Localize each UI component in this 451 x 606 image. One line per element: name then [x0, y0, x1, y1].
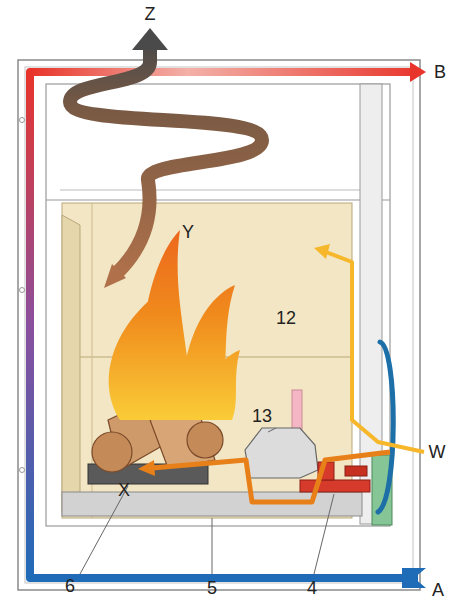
leader-line: [268, 428, 276, 432]
secondary-air-flow: [326, 252, 424, 452]
leader-line: [212, 518, 213, 574]
arrowhead: [314, 244, 330, 259]
callout-number: 4: [307, 579, 317, 597]
leader-line: [314, 494, 334, 574]
callout-number: 5: [207, 579, 217, 597]
flue-gas-flow: [70, 48, 262, 272]
side-panel: [62, 215, 80, 512]
arrowhead: [138, 460, 155, 476]
screw: [20, 468, 25, 473]
log-end: [92, 432, 132, 472]
housing-outline: [18, 60, 420, 590]
screw: [20, 288, 25, 293]
callout-number: 6: [65, 577, 75, 595]
flow-letter: W: [429, 443, 446, 461]
arrowhead: [132, 28, 168, 50]
flow-letter: B: [434, 63, 446, 81]
convection-air-flow: [30, 72, 418, 578]
callout-number: 13: [252, 407, 272, 425]
flame: [204, 350, 240, 420]
primary-air-flow: [152, 452, 390, 502]
log-end: [187, 422, 223, 458]
arrow-tail: [402, 568, 426, 588]
baffle-line: [46, 199, 390, 200]
air-slide: [300, 480, 370, 492]
leader-line: [80, 486, 128, 574]
callout-number: 12: [276, 309, 296, 327]
flow-letter: X: [118, 481, 130, 499]
warm-air-outflow: [30, 68, 418, 76]
air-deflector: [245, 428, 318, 478]
arrowhead: [410, 62, 426, 82]
air-lever: [345, 466, 367, 476]
baffle-line: [60, 190, 360, 191]
stove-body: [46, 84, 390, 526]
arrow-tail: [104, 264, 126, 288]
flow-letter: Z: [145, 5, 156, 23]
screw: [20, 118, 25, 123]
flow-letter: A: [432, 581, 444, 599]
flow-letter: Y: [182, 223, 194, 241]
firebox-lining: [62, 203, 352, 518]
housing-inner: [25, 67, 413, 583]
door-handle: [378, 342, 393, 512]
ash-pan: [62, 492, 362, 516]
